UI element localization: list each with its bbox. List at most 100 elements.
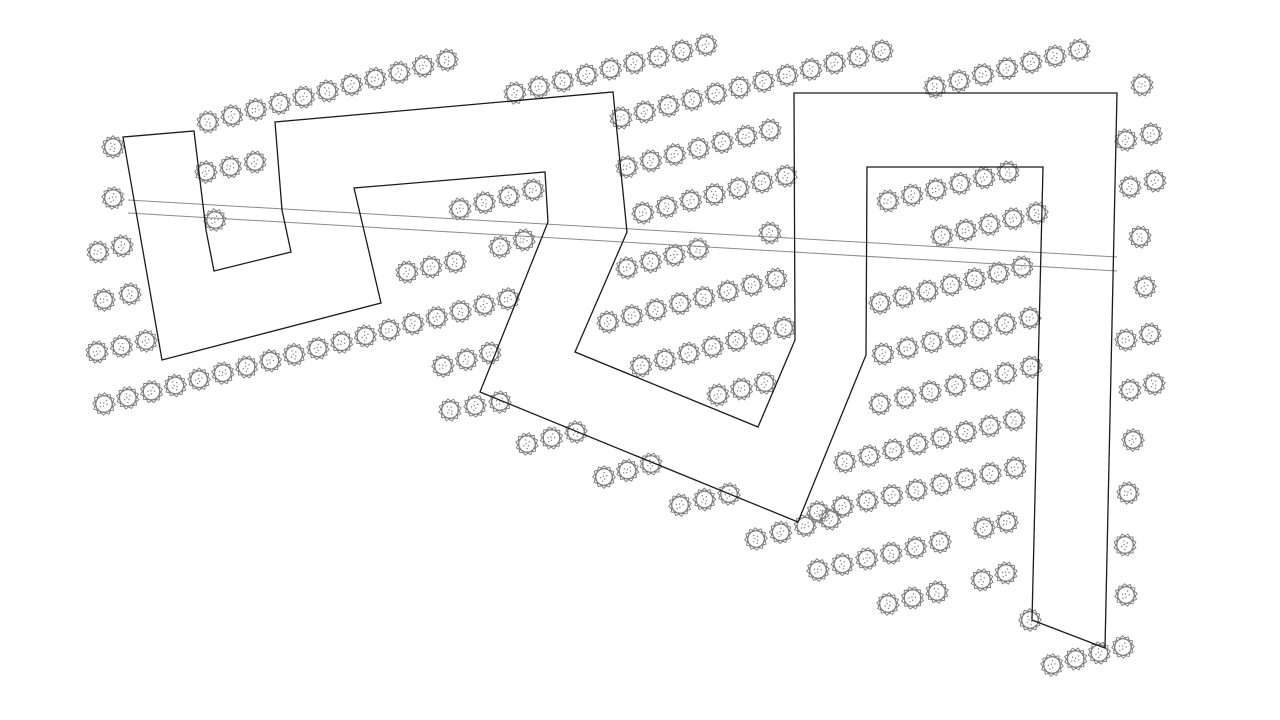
tree-icon: [758, 221, 782, 245]
tree-icon: [764, 267, 788, 291]
tree-icon: [615, 155, 639, 179]
tree-icon: [615, 458, 640, 483]
tree-icon: [488, 390, 512, 414]
tree-icon: [923, 75, 947, 99]
tree-icon: [218, 155, 243, 179]
tree-icon: [377, 317, 402, 342]
tree-icon: [876, 592, 900, 616]
tree-icon: [101, 186, 125, 210]
tree-icon: [947, 68, 971, 93]
tree-icon: [1111, 635, 1135, 659]
tree-icon: [638, 249, 663, 274]
tree-icon: [1087, 641, 1112, 665]
tree-icon: [670, 39, 695, 63]
tree-icon: [435, 48, 459, 72]
tree-icon: [1064, 647, 1088, 671]
tree-icon: [662, 142, 687, 167]
tree-icon: [758, 118, 782, 142]
tree-icon: [472, 293, 497, 318]
tree-icon: [871, 342, 895, 366]
tree-icon: [706, 383, 730, 407]
tree-icon: [870, 39, 894, 63]
tree-icon: [235, 355, 259, 379]
tree-icon: [550, 69, 575, 93]
tree-icon: [806, 500, 830, 524]
tree-icon: [929, 472, 954, 497]
tree-icon: [503, 81, 527, 105]
tree-icon: [692, 487, 717, 512]
tree-icon: [1114, 128, 1138, 152]
tree-icon: [806, 558, 830, 582]
tree-icon: [939, 273, 963, 297]
tree-icon: [1121, 428, 1145, 452]
tree-icon: [676, 341, 701, 366]
tree-icon: [830, 552, 855, 577]
tree-icon: [928, 530, 952, 554]
tree-icon: [267, 91, 292, 116]
tree-icon: [724, 329, 748, 353]
tree-icon: [463, 394, 487, 418]
tree-icon: [472, 190, 497, 215]
tree-icon: [930, 224, 954, 248]
tree-icon: [196, 110, 220, 134]
tree-icon: [668, 291, 692, 316]
tree-icon: [646, 45, 671, 69]
tree-icon: [774, 164, 798, 188]
tree-icon: [631, 201, 655, 225]
tree-symbols: [85, 33, 1167, 677]
tree-icon: [680, 87, 705, 112]
tree-icon: [1025, 201, 1049, 225]
road-edge-line: [127, 199, 1118, 258]
tree-icon: [1043, 44, 1067, 69]
tree-icon: [772, 316, 796, 340]
tree-icon: [943, 373, 968, 398]
tree-icon: [92, 288, 116, 312]
tree-icon: [753, 371, 777, 395]
tree-icon: [953, 218, 978, 243]
tree-icon: [210, 361, 235, 385]
tree-icon: [962, 267, 987, 291]
tree-icon: [729, 377, 754, 401]
tree-icon: [918, 379, 943, 404]
tree-icon: [751, 69, 776, 94]
tree-icon: [454, 347, 479, 372]
tree-icon: [972, 516, 996, 540]
tree-icon: [920, 330, 944, 354]
tree-icon: [443, 250, 467, 274]
tree-icon: [1114, 328, 1138, 352]
tree-icon: [527, 75, 551, 99]
tree-icon: [995, 510, 1019, 534]
tree-icon: [857, 444, 882, 468]
tree-icon: [686, 237, 710, 261]
tree-icon: [895, 336, 920, 360]
tree-icon: [833, 450, 857, 474]
tree-icon: [716, 279, 740, 304]
tree-icon: [387, 60, 411, 85]
tree-icon: [596, 310, 620, 334]
tree-icon: [972, 166, 996, 190]
tree-icon: [1114, 583, 1138, 607]
tree-icon: [1018, 608, 1042, 632]
tree-icon: [620, 303, 644, 328]
tree-icon: [134, 329, 158, 353]
tree-icon: [438, 398, 462, 422]
tree-icon: [86, 240, 110, 264]
tree-icon: [488, 235, 512, 259]
tree-icon: [282, 342, 307, 367]
tree-icon: [744, 527, 768, 551]
tree-icon: [1118, 175, 1142, 199]
tree-icon: [846, 45, 871, 69]
tree-icon: [995, 56, 1019, 81]
tree-icon: [622, 51, 646, 75]
tree-icon: [574, 63, 599, 87]
tree-icon: [85, 340, 109, 364]
tree-icon: [1019, 50, 1043, 75]
tree-icon: [702, 182, 727, 207]
tree-icon: [330, 330, 354, 354]
tree-icon: [395, 260, 419, 284]
tree-icon: [305, 336, 330, 361]
tree-icon: [431, 354, 455, 378]
tree-icon: [977, 212, 1002, 237]
tree-icon: [750, 170, 775, 195]
